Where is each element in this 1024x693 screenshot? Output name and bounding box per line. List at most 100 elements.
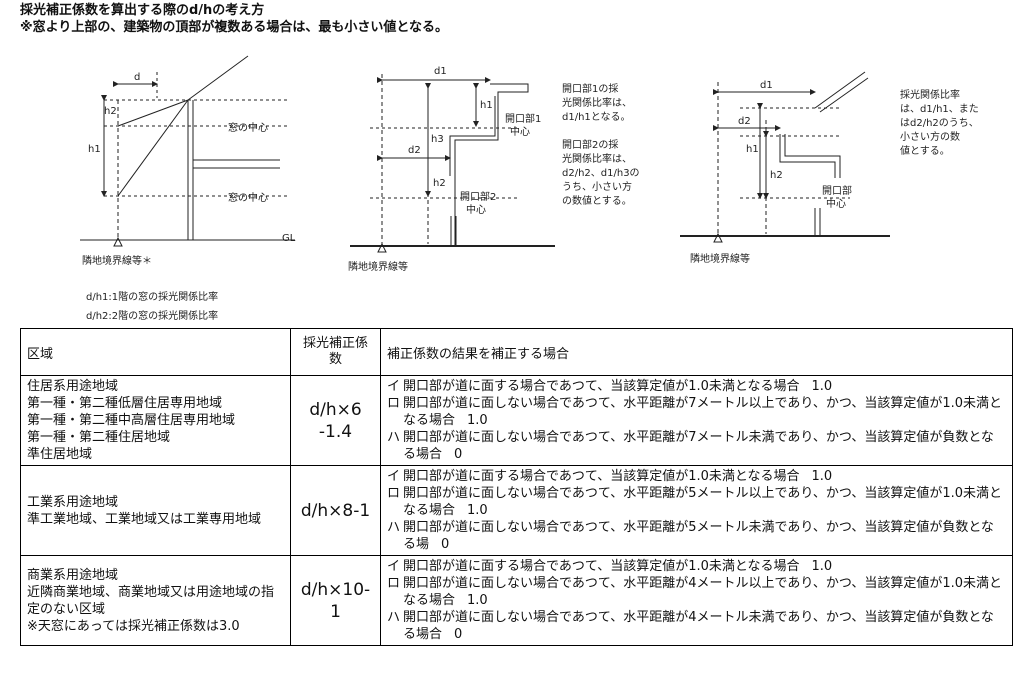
header-conditions: 補正係数の結果を補正する場合: [380, 328, 1013, 376]
condition-value: 1.0: [811, 559, 833, 574]
fig3-desc: 採光関係比率 は、d1/h1、また はd2/h2のうち、 小さい方の数 値とする…: [900, 88, 982, 157]
condition-value: 1.0: [811, 469, 833, 484]
condition-text-wrap: 開口部が道に面しない場合であつて、水平距離が5メートル未満であり、かつ、当該算定…: [403, 519, 1006, 553]
condition-key: ハ: [387, 610, 401, 625]
condition-text: 開口部が道に面しない場合であつて、水平距離が5メートル以上であり、かつ、当該算定…: [403, 486, 1002, 518]
fig2-h1-label: h1: [480, 100, 493, 111]
diagram-3: [680, 71, 890, 243]
fig1-gl-label: GL: [282, 233, 296, 244]
area-line: 準住居地域: [27, 447, 93, 462]
diagram-1: [80, 55, 295, 247]
fig1-h1-label: h1: [88, 144, 101, 155]
coefficient-cell: d/h×6-1.4: [290, 375, 381, 466]
diagrams: d h2 h1 窓の中心 窓の中心 GL 隣地境界線等＊ d1 h1 h3 d2…: [80, 55, 982, 273]
condition-text-wrap: 開口部が道に面しない場合であつて、水平距離が5メートル以上であり、かつ、当該算定…: [403, 485, 1006, 519]
area-cell: 工業系用途地域準工業地域、工業地域又は工業専用地域: [20, 465, 291, 556]
condition-key: イ: [387, 469, 401, 484]
condition-text: 開口部が道に面しない場合であつて、水平距離が5メートル未満であり、かつ、当該算定…: [403, 520, 994, 552]
condition-item: イ開口部が道に面する場合であつて、当該算定値が1.0未満となる場合 1.0: [387, 468, 1006, 485]
area-cell: 住居系用途地域第一種・第二種低層住居専用地域第一種・第二種中高層住居専用地域第一…: [20, 375, 291, 466]
area-line: 近隣商業地域、商業地域又は用途地域の指定のない区域: [27, 584, 275, 617]
fig1-window-center-1: 窓の中心: [228, 121, 268, 134]
fig2-d1-label: d1: [434, 66, 447, 77]
area-cell: 商業系用途地域近隣商業地域、商業地域又は用途地域の指定のない区域※天窓にあっては…: [20, 555, 291, 646]
area-line: 商業系用途地域: [27, 567, 119, 583]
coefficient-line: d/h×6: [309, 399, 362, 420]
fig1-boundary-label: 隣地境界線等＊: [82, 254, 152, 267]
note-2: d/h2:2階の窓の採光関係比率: [86, 311, 219, 322]
coefficient-cell: d/h×8-1: [290, 465, 381, 556]
area-line: 準工業地域、工業地域又は工業専用地域: [27, 511, 262, 527]
fig3-d2-label: d2: [738, 116, 751, 127]
condition-text-wrap: 開口部が道に面する場合であつて、当該算定値が1.0未満となる場合 1.0: [403, 378, 1006, 395]
condition-key: ロ: [387, 396, 401, 411]
area-line: 工業系用途地域: [27, 494, 119, 510]
condition-key: ハ: [387, 430, 401, 445]
fig2-desc2: 開口部2の採 光関係比率は、 d2/h2、d1/h3の うち、小さい方 の数値と…: [562, 138, 643, 207]
fig2-desc1: 開口部1の採 光関係比率は、 d1/h1となる。: [562, 82, 635, 123]
fig2-d2-label: d2: [408, 145, 421, 156]
condition-text-wrap: 開口部が道に面する場合であつて、当該算定値が1.0未満となる場合 1.0: [403, 468, 1006, 485]
condition-item: イ開口部が道に面する場合であつて、当該算定値が1.0未満となる場合 1.0: [387, 378, 1006, 395]
condition-value: 1.0: [811, 379, 833, 394]
fig2-boundary-label: 隣地境界線等: [348, 260, 408, 273]
condition-text-wrap: 開口部が道に面する場合であつて、当該算定値が1.0未満となる場合 1.0: [403, 558, 1006, 575]
fig2-h3-label: h3: [431, 134, 444, 145]
condition-item: ロ開口部が道に面しない場合であつて、水平距離が5メートル以上であり、かつ、当該算…: [387, 485, 1006, 519]
diagram-2: [350, 74, 555, 253]
table-header-row: 区域 採光補正係数 補正係数の結果を補正する場合: [20, 328, 1013, 376]
area-line: 第一種・第二種低層住居専用地域: [27, 396, 223, 411]
condition-text-wrap: 開口部が道に面しない場合であつて、水平距離が4メートル未満であり、かつ、当該算定…: [403, 609, 1006, 643]
coefficient-line: d/h×8-1: [300, 500, 371, 521]
coefficient-cell: d/h×10-1: [290, 555, 381, 646]
condition-text: 開口部が道に面する場合であつて、当該算定値が1.0未満となる場合: [403, 469, 800, 484]
condition-value: 0: [441, 537, 450, 552]
condition-item: ハ開口部が道に面しない場合であつて、水平距離が4メートル未満であり、かつ、当該算…: [387, 609, 1006, 643]
figure-notes: d/h1:1階の窓の採光関係比率 d/h2:2階の窓の採光関係比率: [86, 288, 218, 326]
condition-text: 開口部が道に面しない場合であつて、水平距離が4メートル以上であり、かつ、当該算定…: [403, 576, 1002, 608]
fig1-d-label: d: [134, 72, 140, 83]
condition-key: ロ: [387, 486, 401, 501]
area-line: ※天窓にあっては採光補正係数は3.0: [27, 618, 240, 634]
condition-text: 開口部が道に面する場合であつて、当該算定値が1.0未満となる場合: [403, 379, 800, 394]
condition-value: 1.0: [467, 413, 488, 428]
condition-value: 0: [454, 627, 463, 642]
condition-text-wrap: 開口部が道に面しない場合であつて、水平距離が7メートル以上であり、かつ、当該算定…: [403, 395, 1006, 429]
header-area: 区域: [20, 328, 291, 376]
page-subtitle: ※窓より上部の、建築物の頂部が複数ある場合は、最も小さい値となる。: [20, 20, 448, 35]
fig3-opening: 開口部中心: [822, 184, 852, 210]
condition-text: 開口部が道に面しない場合であつて、水平距離が4メートル未満であり、かつ、当該算定…: [403, 610, 994, 642]
fig1-h2-label: h2: [104, 106, 117, 117]
coefficient-line: -1.4: [318, 421, 353, 442]
area-line: 第一種・第二種中高層住居専用地域: [27, 413, 236, 428]
condition-value: 1.0: [467, 503, 488, 518]
condition-key: ロ: [387, 576, 401, 591]
header-coefficient: 採光補正係数: [290, 328, 381, 376]
condition-text: 開口部が道に面しない場合であつて、水平距離が7メートル未満であり、かつ、当該算定…: [403, 430, 994, 462]
condition-text-wrap: 開口部が道に面しない場合であつて、水平距離が4メートル以上であり、かつ、当該算定…: [403, 575, 1006, 609]
condition-item: ハ開口部が道に面しない場合であつて、水平距離が7メートル未満であり、かつ、当該算…: [387, 429, 1006, 463]
note-1: d/h1:1階の窓の採光関係比率: [86, 292, 219, 303]
condition-text: 開口部が道に面する場合であつて、当該算定値が1.0未満となる場合: [403, 559, 800, 574]
condition-key: イ: [387, 379, 401, 394]
table-row: 住居系用途地域第一種・第二種低層住居専用地域第一種・第二種中高層住居専用地域第一…: [20, 375, 1013, 466]
coefficient-table: 区域 採光補正係数 補正係数の結果を補正する場合 住居系用途地域第一種・第二種低…: [20, 328, 1013, 646]
fig3-h1-label: h1: [746, 144, 759, 155]
page-title: 採光補正係数を算出する際のd/hの考え方: [20, 3, 265, 18]
condition-key: ハ: [387, 520, 401, 535]
table-row: 商業系用途地域近隣商業地域、商業地域又は用途地域の指定のない区域※天窓にあっては…: [20, 555, 1013, 646]
area-line: 住居系用途地域: [27, 379, 119, 394]
condition-value: 1.0: [467, 593, 488, 608]
fig3-boundary-label: 隣地境界線等: [690, 252, 750, 265]
condition-item: ロ開口部が道に面しない場合であつて、水平距離が4メートル以上であり、かつ、当該算…: [387, 575, 1006, 609]
fig3-d1-label: d1: [760, 80, 773, 91]
fig2-h2-label: h2: [433, 178, 446, 189]
condition-key: イ: [387, 559, 401, 574]
condition-value: 0: [454, 447, 463, 462]
